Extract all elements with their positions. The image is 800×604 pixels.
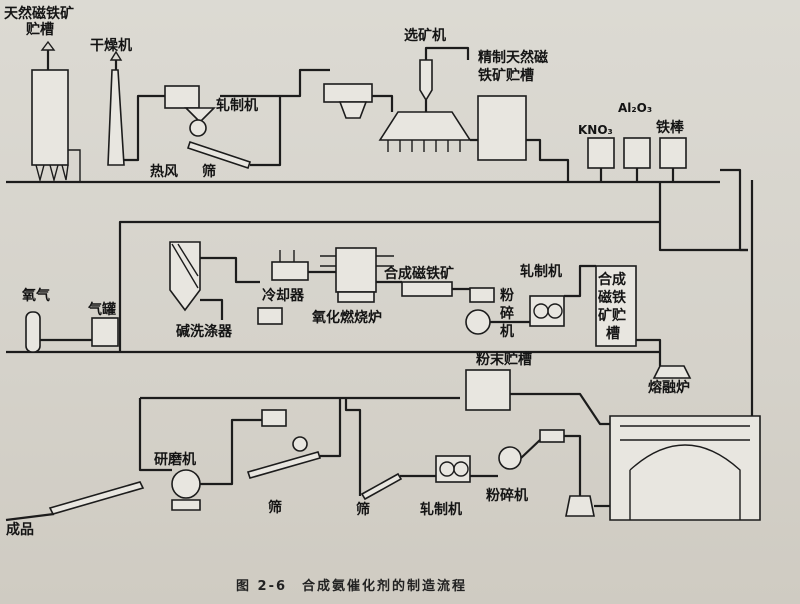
alkali-washer [169,241,201,312]
grinder [171,469,201,499]
label-synthetic-bin-2: 磁铁 [598,289,626,306]
label-melting-furnace: 熔融炉 [648,379,690,396]
concentrator-tank [378,111,472,141]
small-tank [565,495,595,517]
arrow-up-icon [109,50,123,61]
label-crusher-bottom: 粉碎机 [486,487,528,504]
iron-rod-bin [659,137,687,169]
label-rolling-mill-bottom: 轧制机 [420,501,462,518]
label-dryer: 干燥机 [90,37,132,54]
al2o3-bin [623,137,651,169]
mill-roller [189,119,207,137]
label-hot-air: 热风 [150,163,178,180]
crusher-mid [465,309,491,335]
label-rolling-mill-top: 轧制机 [216,97,258,114]
row-3-finishing-line [5,180,761,522]
label-al2o3: Al₂O₃ [618,101,652,115]
arrow-up-icon [40,40,56,51]
label-crusher-mid-3: 机 [500,323,514,340]
refined-magnetite-bin [477,95,527,161]
kno3-bin [587,137,615,169]
product-conveyor [48,481,145,515]
concentrator-hopper [323,83,373,103]
hopper-top [184,107,216,124]
diagram-labels: 天然磁铁矿 贮槽 干燥机 轧制机 热风 筛 选矿机 精制天然磁 铁矿贮槽 KNO… [4,5,690,594]
label-screen-bottom-1: 筛 [268,499,282,516]
screen-bottom [246,451,322,479]
label-concentrator: 选矿机 [404,27,446,44]
label-synthetic-bin-3: 矿贮 [598,307,626,324]
label-grinder: 研磨机 [154,451,196,468]
cooler [271,261,309,281]
synthetic-magnetite-conveyor [401,281,453,297]
screen-bottom-second [360,472,403,501]
crusher-bottom-feed [539,429,565,443]
label-product: 成品 [6,521,34,538]
label-kno3: KNO₃ [578,123,613,137]
label-crusher-mid-1: 粉 [500,287,514,304]
oxygen-cylinder [25,311,41,353]
natural-magnetite-silo [31,69,69,166]
oxidation-furnace [335,247,377,293]
synthetic-magnetite-bin [595,265,637,347]
gas-tank [91,317,119,347]
rolling-mill-mid [529,295,565,327]
label-rolling-mill-mid: 轧制机 [520,263,562,280]
crusher-mid-feed [469,287,495,303]
label-natural-magnetite-bin-2: 贮槽 [25,21,54,38]
label-natural-magnetite-bin-1: 天然磁铁矿 [4,5,74,22]
label-screen-bottom-2: 筛 [356,501,370,518]
label-synthetic-bin-4: 槽 [606,325,620,342]
powder-bin [465,369,511,411]
figure-caption: 图 2-6 合成氨催化剂的制造流程 [236,578,467,594]
cyclone-icon [419,59,433,102]
dryer-stack [107,69,125,166]
label-crusher-mid-2: 碎 [500,305,514,322]
label-oxygen: 氧气 [21,287,50,304]
label-screen-top: 筛 [202,163,216,180]
label-synthetic-magnetite: 合成磁铁矿 [384,265,454,282]
label-refined-bin-2: 铁矿贮槽 [478,67,534,84]
label-iron-rod: 铁棒 [656,119,685,136]
melting-furnace-feed [652,365,692,379]
row-2-synthetic-magnetite-line [6,220,662,354]
washer-sump [257,307,283,325]
label-gas-tank: 气罐 [87,301,116,318]
crusher-bottom [498,446,522,470]
label-cooler: 冷却器 [262,287,305,304]
label-refined-bin-1: 精制天然磁 [478,49,548,66]
row-1-natural-magnetite-line [6,40,748,252]
label-synthetic-bin-1: 合成 [598,271,626,288]
label-oxidation-furnace: 氧化燃烧炉 [311,309,382,326]
screen-top [186,140,252,170]
rolling-mill-bottom [435,455,471,483]
melting-furnace [609,415,761,521]
rolling-mill-top [164,85,200,109]
label-powder-bin: 粉末贮槽 [476,351,532,368]
label-alkali-washer: 碱洗涤器 [176,323,233,340]
screen-bottom-feed [261,409,287,427]
